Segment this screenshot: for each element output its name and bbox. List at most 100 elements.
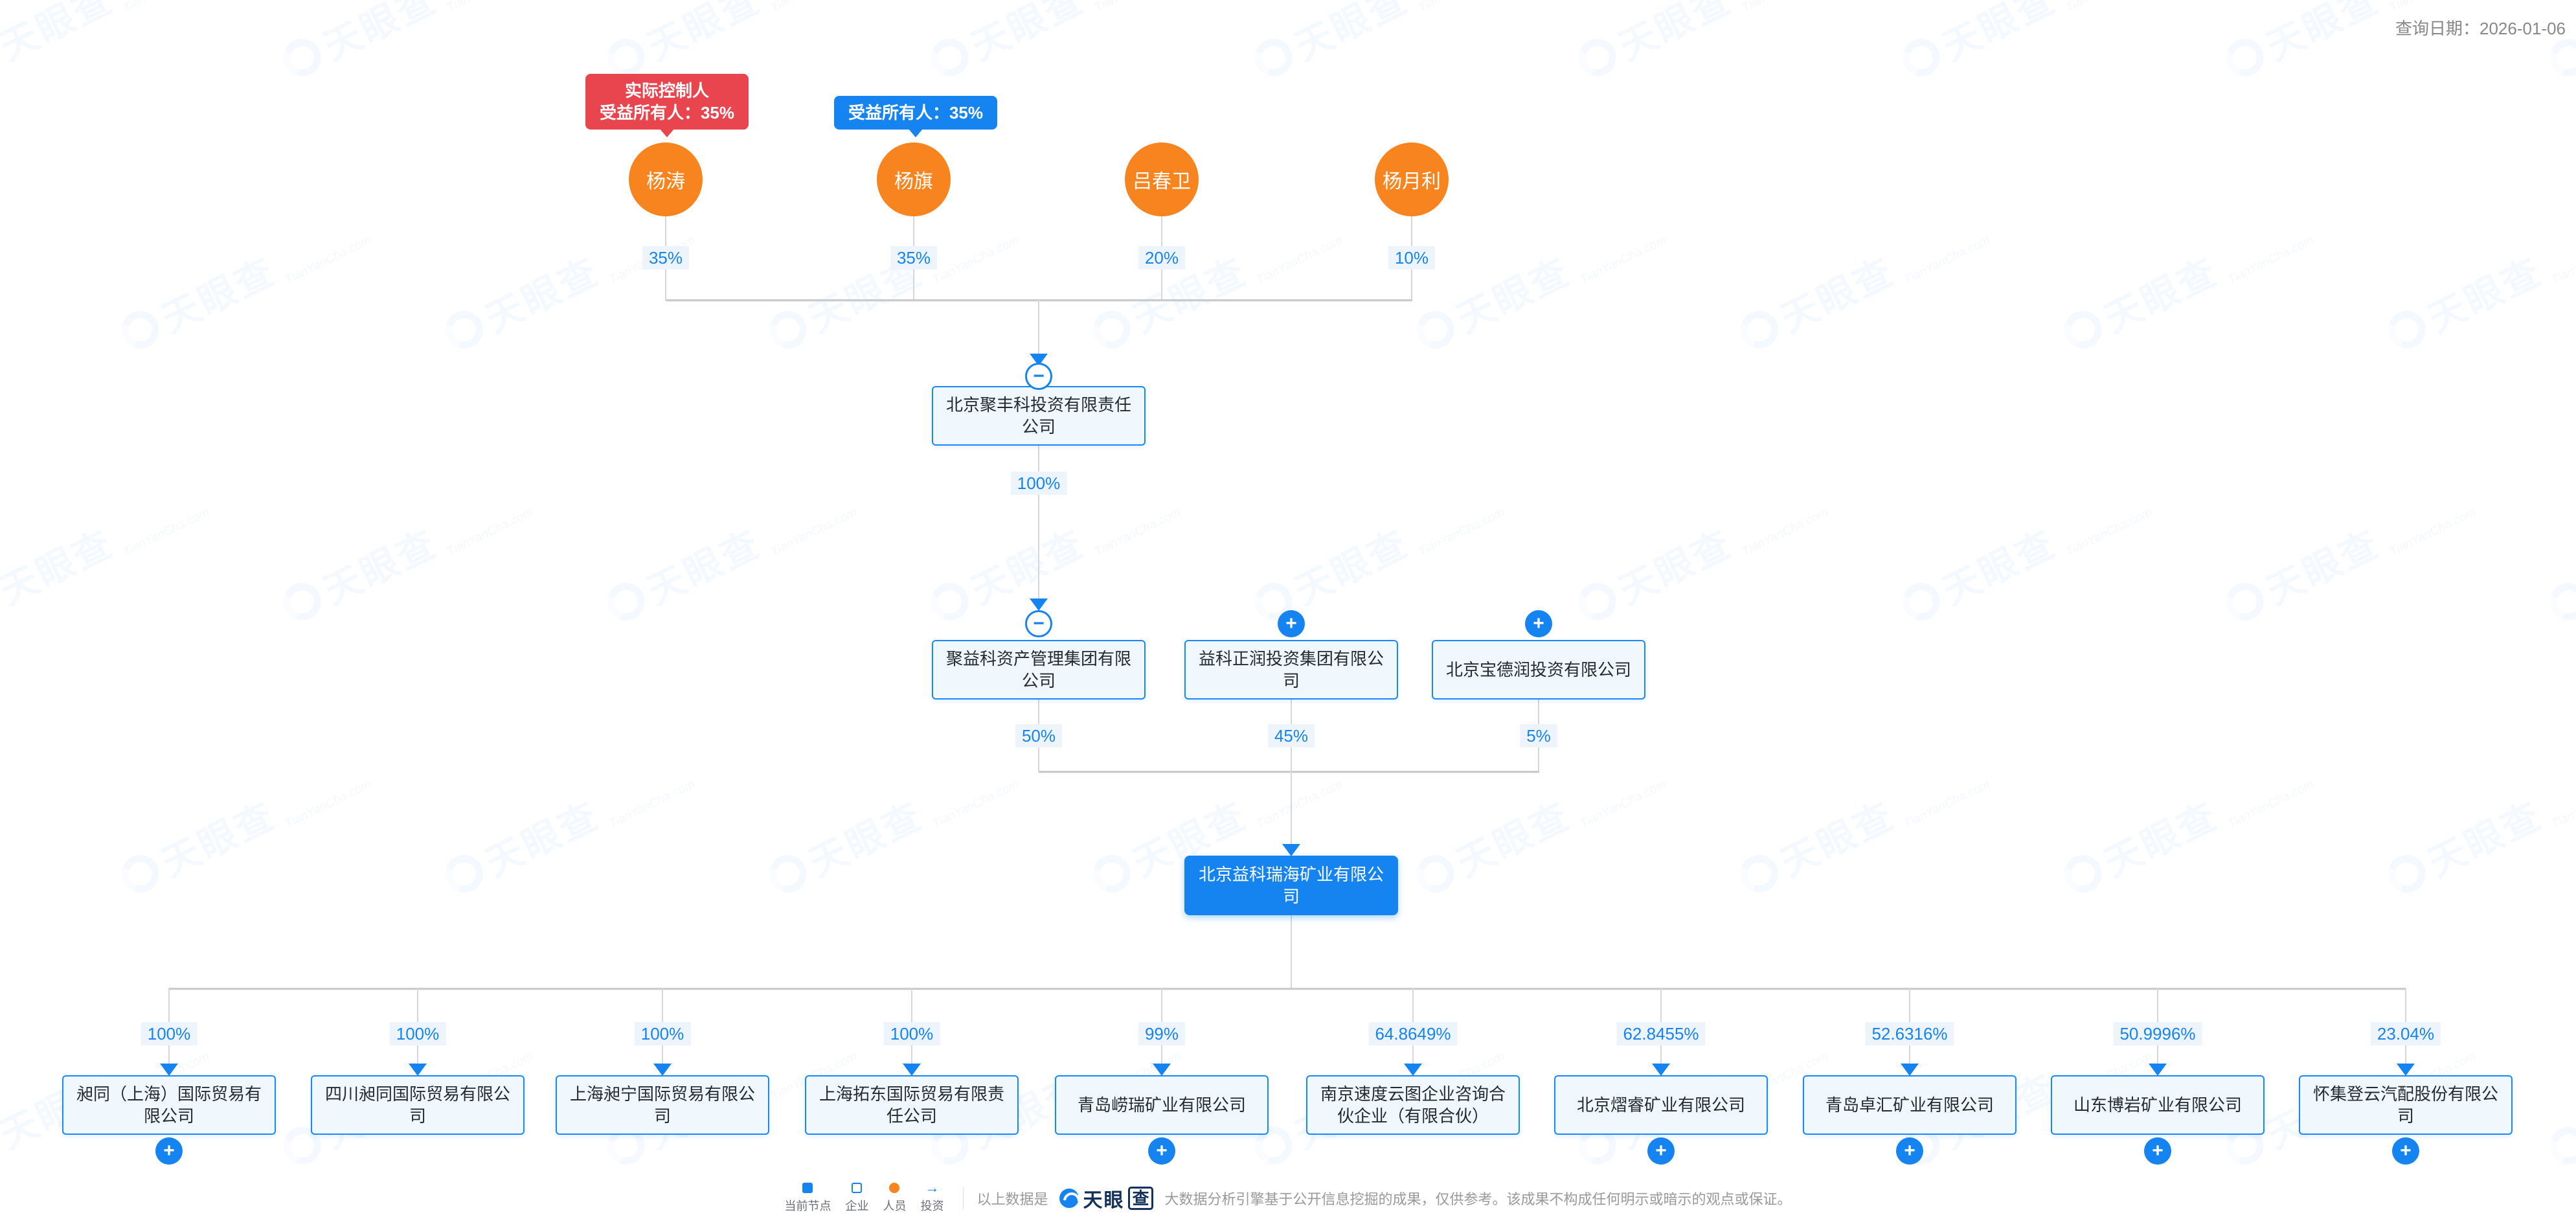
company-node[interactable]: 怀集登云汽配股份有限公司 xyxy=(2299,1075,2513,1135)
legend-person: 人员 xyxy=(883,1183,906,1214)
plus-glyph: + xyxy=(163,1140,175,1161)
plus-glyph: + xyxy=(1285,613,1297,634)
company-name: 四川昶同国际贸易有限公司 xyxy=(324,1084,510,1126)
arrow-down-icon xyxy=(2149,1064,2167,1076)
company-node[interactable]: 益科正润投资集团有限公司 xyxy=(1184,640,1398,700)
ownership-percent: 5% xyxy=(1520,724,1557,747)
ownership-percent: 100% xyxy=(389,1022,446,1045)
legend-label: 人员 xyxy=(883,1200,907,1213)
arrow-down-icon xyxy=(653,1064,672,1076)
legend-company: 企业 xyxy=(845,1183,868,1214)
company-name: 北京聚丰科投资有限责任公司 xyxy=(945,395,1131,437)
company-name: 青岛崂瑞矿业有限公司 xyxy=(1077,1095,1246,1115)
ownership-percent: 35% xyxy=(642,246,690,269)
disclaimer-text: 大数据分析引擎基于公开信息挖掘的成果，仅供参考。该成果不构成任何明示或暗示的观点… xyxy=(1164,1191,1792,1207)
arrow-down-icon xyxy=(903,1064,921,1076)
footer: 当前节点 企业 人员 → 投资 以上数据是 天眼 查 大数据分析引擎基于公开信息… xyxy=(0,1179,2576,1214)
company-node[interactable]: 南京速度云图企业咨询合伙企业（有限合伙） xyxy=(1306,1075,1520,1135)
brand-text-boxed: 查 xyxy=(1128,1187,1153,1210)
ownership-percent: 52.6316% xyxy=(1865,1022,1954,1045)
expand-icon[interactable]: + xyxy=(1278,610,1305,637)
legend-invest: → 投资 xyxy=(920,1179,944,1214)
company-name: 北京宝德润投资有限公司 xyxy=(1445,660,1631,679)
ownership-percent: 100% xyxy=(141,1022,198,1045)
minus-glyph: − xyxy=(1033,613,1045,634)
ownership-percent: 10% xyxy=(1388,246,1436,269)
legend-label: 当前节点 xyxy=(784,1200,831,1213)
ownership-percent: 35% xyxy=(890,246,938,269)
person-node[interactable]: 杨涛 xyxy=(629,142,703,216)
current-company-node[interactable]: 北京益科瑞海矿业有限公司 xyxy=(1184,856,1398,915)
expand-icon[interactable]: + xyxy=(155,1137,183,1165)
ownership-percent: 50% xyxy=(1015,724,1063,747)
company-name: 上海拓东国际贸易有限责任公司 xyxy=(819,1084,1004,1126)
ownership-percent: 20% xyxy=(1138,246,1186,269)
person-node[interactable]: 杨月利 xyxy=(1375,142,1449,216)
company-name: 益科正润投资集团有限公司 xyxy=(1198,649,1384,690)
arrow-down-icon xyxy=(2397,1064,2415,1076)
company-node[interactable]: 北京宝德润投资有限公司 xyxy=(1432,640,1645,700)
expand-icon[interactable]: + xyxy=(1525,610,1552,637)
plus-glyph: + xyxy=(1156,1140,1168,1161)
plus-glyph: + xyxy=(1655,1140,1667,1161)
company-name: 聚益科资产管理集团有限公司 xyxy=(945,649,1131,690)
arrow-down-icon xyxy=(409,1064,427,1076)
person-node[interactable]: 吕春卫 xyxy=(1125,142,1199,216)
connector-bus xyxy=(169,988,2406,990)
ownership-percent: 45% xyxy=(1267,724,1315,747)
company-node[interactable]: 昶同（上海）国际贸易有限公司 xyxy=(62,1075,276,1135)
badge-line: 受益所有人：35% xyxy=(599,103,735,122)
arrow-down-icon xyxy=(1901,1064,1919,1076)
expand-icon[interactable]: + xyxy=(2392,1137,2419,1165)
expand-icon[interactable]: + xyxy=(1896,1137,1923,1165)
current-node-swatch xyxy=(802,1183,813,1193)
company-node[interactable]: 山东博岩矿业有限公司 xyxy=(2051,1075,2265,1135)
person-node[interactable]: 杨旗 xyxy=(877,142,951,216)
arrow-down-icon xyxy=(160,1064,178,1076)
company-node[interactable]: 青岛卓汇矿业有限公司 xyxy=(1803,1075,2017,1135)
company-name: 昶同（上海）国际贸易有限公司 xyxy=(76,1084,262,1126)
expand-icon[interactable]: + xyxy=(2144,1137,2171,1165)
tianyancha-logo-icon xyxy=(1059,1189,1079,1208)
ownership-percent: 23.04% xyxy=(2370,1022,2441,1045)
connector-line xyxy=(1038,299,1039,356)
company-node[interactable]: 北京聚丰科投资有限责任公司 xyxy=(932,386,1146,446)
company-name: 北京益科瑞海矿业有限公司 xyxy=(1198,865,1384,906)
company-name: 上海昶宁国际贸易有限公司 xyxy=(569,1084,755,1126)
collapse-icon[interactable]: − xyxy=(1025,610,1052,637)
connector-line xyxy=(1038,446,1039,600)
beneficial-owner-badge: 受益所有人：35% xyxy=(833,96,998,130)
company-node[interactable]: 四川昶同国际贸易有限公司 xyxy=(311,1075,525,1135)
company-node[interactable]: 北京熠睿矿业有限公司 xyxy=(1554,1075,1768,1135)
tianyancha-logo: 天眼 查 xyxy=(1059,1184,1153,1213)
invest-arrow-icon: → xyxy=(925,1179,940,1196)
company-name: 怀集登云汽配股份有限公司 xyxy=(2312,1084,2498,1126)
plus-glyph: + xyxy=(1533,613,1544,634)
plus-glyph: + xyxy=(2400,1140,2412,1161)
person-name: 吕春卫 xyxy=(1133,171,1191,192)
company-node[interactable]: 上海昶宁国际贸易有限公司 xyxy=(556,1075,769,1135)
legend-label: 投资 xyxy=(920,1200,944,1213)
arrow-down-icon xyxy=(1282,844,1300,856)
expand-icon[interactable]: + xyxy=(1148,1137,1175,1165)
ownership-percent: 100% xyxy=(883,1022,940,1045)
disclaimer-prefix: 以上数据是 xyxy=(977,1191,1048,1207)
company-node[interactable]: 上海拓东国际贸易有限责任公司 xyxy=(805,1075,1019,1135)
expand-icon[interactable]: + xyxy=(1647,1137,1675,1165)
ownership-percent: 100% xyxy=(1010,472,1067,495)
arrow-down-icon xyxy=(1404,1064,1422,1076)
company-node[interactable]: 青岛崂瑞矿业有限公司 xyxy=(1055,1075,1269,1135)
badge-line: 受益所有人：35% xyxy=(848,103,984,122)
company-swatch xyxy=(852,1183,863,1193)
company-name: 北京熠睿矿业有限公司 xyxy=(1576,1095,1745,1115)
query-date: 查询日期：2026-01-06 xyxy=(2395,19,2566,38)
person-name: 杨旗 xyxy=(894,171,933,192)
collapse-icon[interactable]: − xyxy=(1025,363,1052,390)
company-node[interactable]: 聚益科资产管理集团有限公司 xyxy=(932,640,1146,700)
connector-line xyxy=(1291,915,1292,989)
ownership-percent: 62.8455% xyxy=(1616,1022,1706,1045)
badge-line: 实际控制人 xyxy=(624,81,710,100)
footer-divider xyxy=(963,1187,964,1209)
